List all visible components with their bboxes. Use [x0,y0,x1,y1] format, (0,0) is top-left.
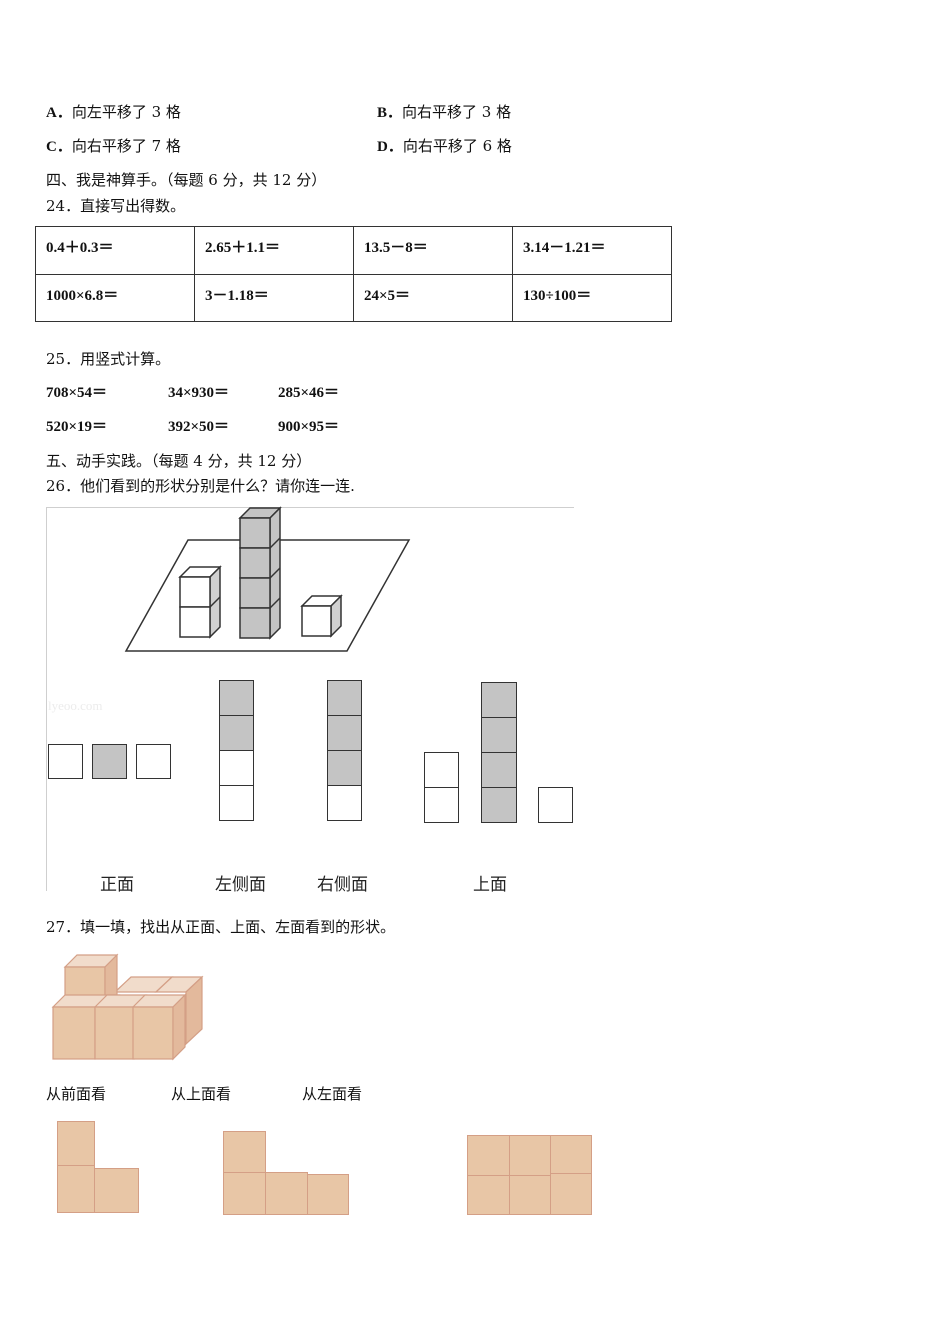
top-view-square [481,752,517,788]
q24-table: 0.4＋0.3＝ 2.65＋1.1＝ 13.5－8＝ 3.14－1.21＝ 10… [35,226,672,322]
left-view-square [219,680,254,716]
option-text: 向右平移了 3 格 [402,103,512,121]
option-c: C．向右平移了 7 格 [46,137,181,156]
table-cell: 3.14－1.21＝ [512,226,672,275]
front-view-square [136,744,171,779]
front-view-shape-square [94,1168,139,1213]
front-view-square [48,744,83,779]
q27-title: 27．填一填，找出从正面、上面、左面看到的形状。 [46,918,396,936]
left-view-square [219,750,254,786]
top-view-square [538,787,573,823]
middle-stack [238,506,282,640]
option-text: 向右平移了 7 格 [71,137,181,155]
label-left-side: 左侧面 [215,875,266,895]
option-a: A．向左平移了 3 格 [46,103,181,122]
option-key: B． [377,105,403,121]
label-front: 正面 [100,875,134,895]
left-view-shape-square [467,1135,510,1176]
table-cell: 130÷100＝ [512,273,672,322]
table-cell: 24×5＝ [353,273,513,322]
right-view-square [327,715,362,751]
q25-item: 285×46＝ [278,385,340,401]
left-view-shape-square [467,1175,510,1215]
cube-stacks-illustration [124,506,411,652]
left-view-square [219,785,254,821]
top-view-shape-square [223,1131,266,1173]
table-row: 0.4＋0.3＝ 2.65＋1.1＝ 13.5－8＝ 3.14－1.21＝ [35,226,672,275]
option-d: D．向右平移了 6 格 [377,137,512,156]
left-view-shape-square [550,1135,592,1174]
right-view-square [327,680,362,716]
view-label-top: 从上面看 [171,1085,232,1103]
option-b: B．向右平移了 3 格 [377,103,511,122]
front-view-square [92,744,127,779]
top-view-shape-square [307,1174,349,1215]
q25-item: 34×930＝ [168,385,230,401]
q25-item: 900×95＝ [278,419,340,435]
option-key: C． [46,139,72,155]
table-cell: 2.65＋1.1＝ [194,226,354,275]
watermark: lyeoo.com [48,698,103,713]
top-view-square [481,682,517,718]
view-label-front: 从前面看 [46,1085,107,1103]
left-view-shape-square [550,1173,592,1215]
top-view-shape-square [223,1172,266,1215]
option-text: 向左平移了 3 格 [71,103,181,121]
left-view-square [219,715,254,751]
top-view-square [481,717,517,753]
left-stack [178,565,222,639]
q25-item: 392×50＝ [168,419,230,435]
table-cell: 1000×6.8＝ [35,273,195,322]
q26-title: 26．他们看到的形状分别是什么？请你连一连. [46,477,355,495]
label-top: 上面 [473,875,507,895]
table-cell: 3－1.18＝ [194,273,354,322]
front-view-shape-square [57,1165,95,1213]
label-right-side: 右侧面 [317,875,368,895]
peach-cube-illustration [51,953,204,1061]
option-key: D． [377,139,403,155]
q26-figure-frame [46,507,574,891]
section-4-title: 四、我是神算手。（每题 6 分，共 12 分） [46,171,327,189]
top-view-shape-square [265,1172,308,1215]
q24-title: 24．直接写出得数。 [46,197,186,215]
top-view-square [424,787,459,823]
right-view-square [327,785,362,821]
q25-title: 25．用竖式计算。 [46,350,171,368]
top-view-square [424,752,459,788]
right-cube [300,594,343,638]
front-view-shape-square [57,1121,95,1166]
option-key: A． [46,105,72,121]
left-view-shape-square [509,1135,551,1176]
top-view-square [481,787,517,823]
view-label-left: 从左面看 [302,1085,363,1103]
table-row: 1000×6.8＝ 3－1.18＝ 24×5＝ 130÷100＝ [35,273,672,322]
left-view-shape-square [509,1175,551,1215]
section-5-title: 五、动手实践。（每题 4 分，共 12 分） [46,452,312,470]
option-text: 向右平移了 6 格 [402,137,512,155]
q25-item: 520×19＝ [46,419,108,435]
right-view-square [327,750,362,786]
table-cell: 13.5－8＝ [353,226,513,275]
q25-item: 708×54＝ [46,385,108,401]
